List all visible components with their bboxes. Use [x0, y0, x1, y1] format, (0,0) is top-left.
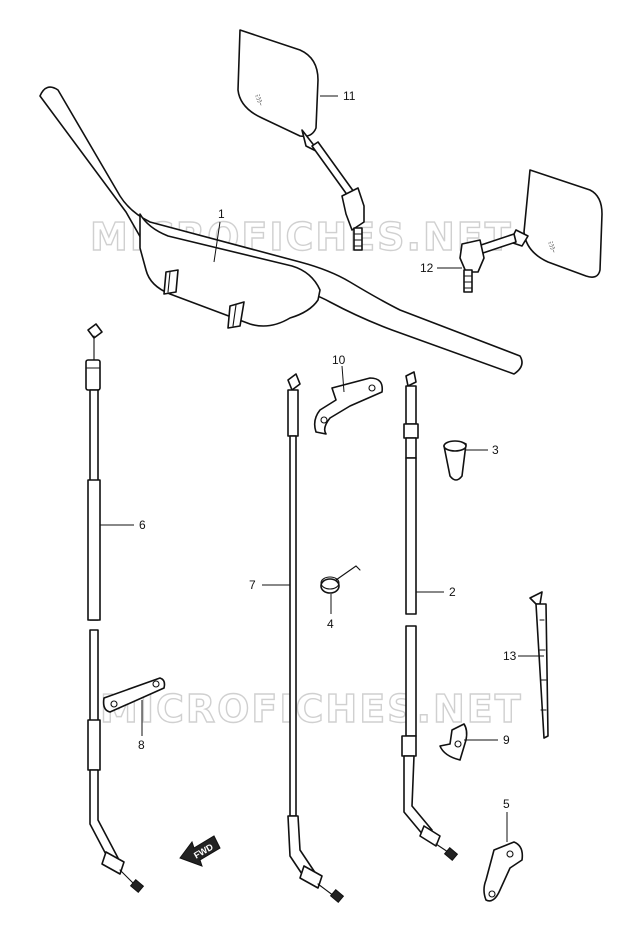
fwd-arrow: FWD [179, 835, 221, 867]
callout-6: 6 [139, 518, 146, 532]
callout-2: 2 [449, 585, 456, 599]
leader-lines [100, 95, 544, 842]
mirror-left-text: ﾐﾗﾗｰ [253, 93, 264, 107]
callout-13: 13 [503, 649, 517, 663]
callout-10: 10 [332, 353, 346, 367]
cable-6[interactable] [85, 323, 145, 893]
mirror-right[interactable]: ﾐﾗﾗｰ [459, 169, 603, 293]
spring-4[interactable] [320, 565, 361, 594]
bracket-5[interactable] [483, 841, 524, 902]
callout-4: 4 [327, 617, 334, 631]
boot-3[interactable] [443, 440, 467, 481]
callout-1: 1 [218, 207, 225, 221]
tie-13[interactable] [529, 591, 549, 739]
mirror-left[interactable]: ﾐﾗﾗｰ [237, 29, 365, 251]
callout-3: 3 [492, 443, 499, 457]
bracket-8[interactable] [102, 677, 166, 713]
watermark-bottom: MICROFICHES.NET [100, 687, 523, 731]
cable-2[interactable] [401, 371, 459, 861]
callout-12: 12 [420, 261, 434, 275]
cable-7[interactable] [287, 373, 345, 903]
callout-5: 5 [503, 797, 510, 811]
handlebar[interactable] [39, 86, 523, 375]
callout-11: 11 [343, 89, 356, 103]
callout-8: 8 [138, 738, 145, 752]
mirror-right-text: ﾐﾗﾗｰ [546, 240, 557, 254]
callout-7: 7 [249, 578, 256, 592]
callout-9: 9 [503, 733, 510, 747]
bracket-10[interactable] [313, 377, 384, 435]
